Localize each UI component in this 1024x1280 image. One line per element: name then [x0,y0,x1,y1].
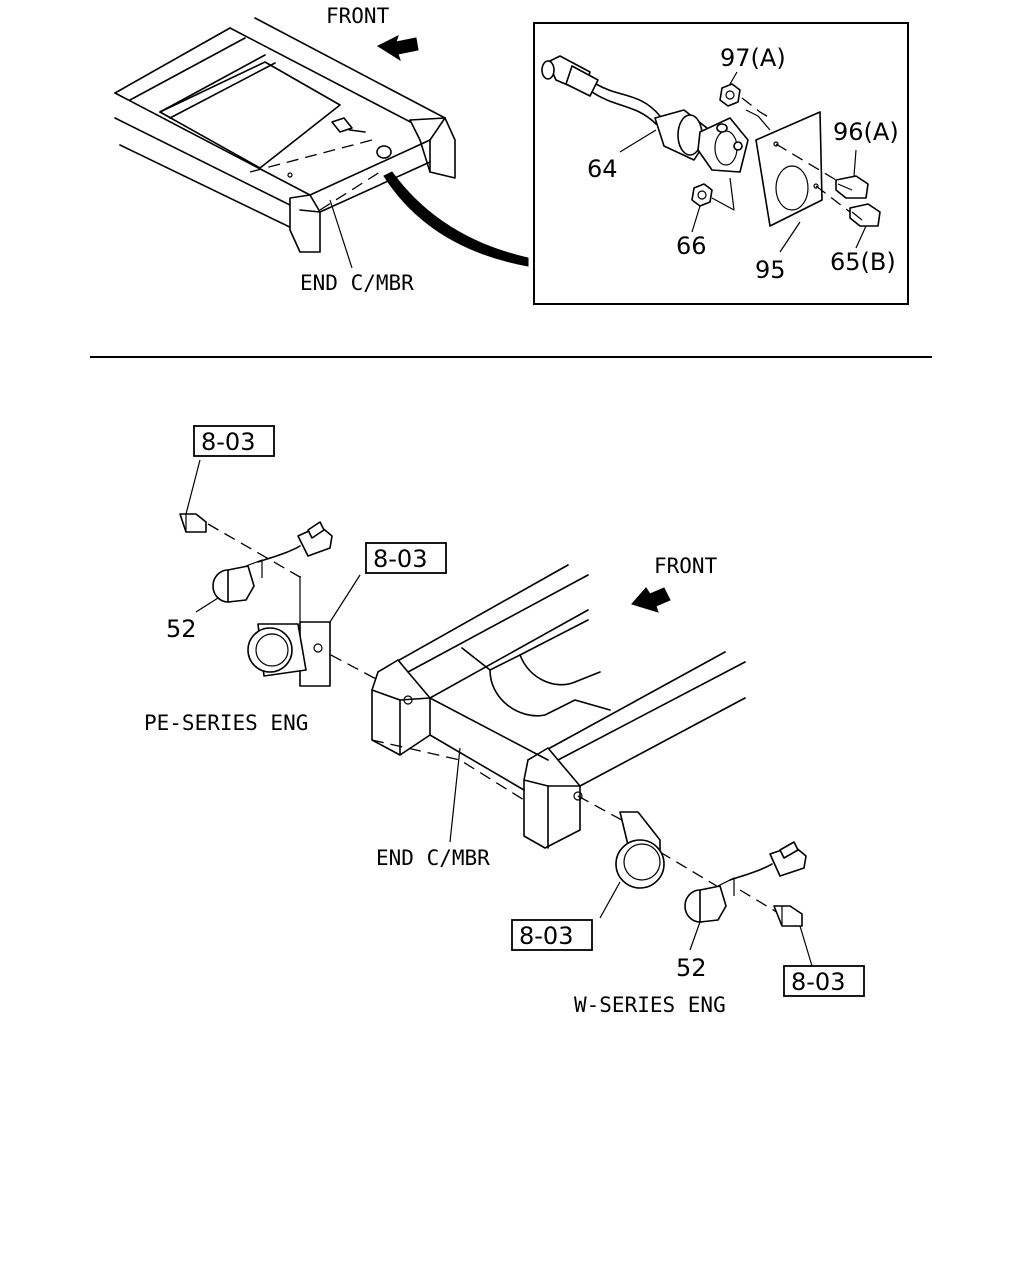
top-frame-drawing [114,17,529,269]
callout-96a: 96(A) [833,118,899,146]
callout-52-pe: 52 [166,615,197,643]
ref-box-w-bolt-text: 8-03 [791,968,845,996]
bottom-front-label: FRONT [654,554,718,578]
w-series-label: W-SERIES ENG [574,993,726,1017]
bottom-end-member-label: END C/MBR [376,846,490,870]
callout-66: 66 [676,232,707,260]
top-front-label: FRONT [326,4,390,28]
pe-series-sensor [179,459,361,687]
top-end-member-label: END C/MBR [300,271,414,295]
bottom-frame-drawing [207,523,791,921]
top-inset-detail [533,22,909,305]
ref-box-w-bracket: 8-03 [511,919,593,951]
ref-box-w-bracket-text: 8-03 [519,922,573,950]
callout-64: 64 [587,155,618,183]
ref-box-pe-bolt-text: 8-03 [201,428,255,456]
callout-97a: 97(A) [720,44,786,72]
ref-box-w-bolt: 8-03 [783,965,865,997]
ref-box-pe-bracket-text: 8-03 [373,545,427,573]
callout-95: 95 [755,256,786,284]
ref-box-pe-bolt: 8-03 [193,425,275,457]
ref-box-pe-bracket: 8-03 [365,542,447,574]
callout-65b: 65(B) [830,248,896,276]
w-series-sensor [599,811,813,967]
pe-series-label: PE-SERIES ENG [144,711,308,735]
callout-52-w: 52 [676,954,707,982]
